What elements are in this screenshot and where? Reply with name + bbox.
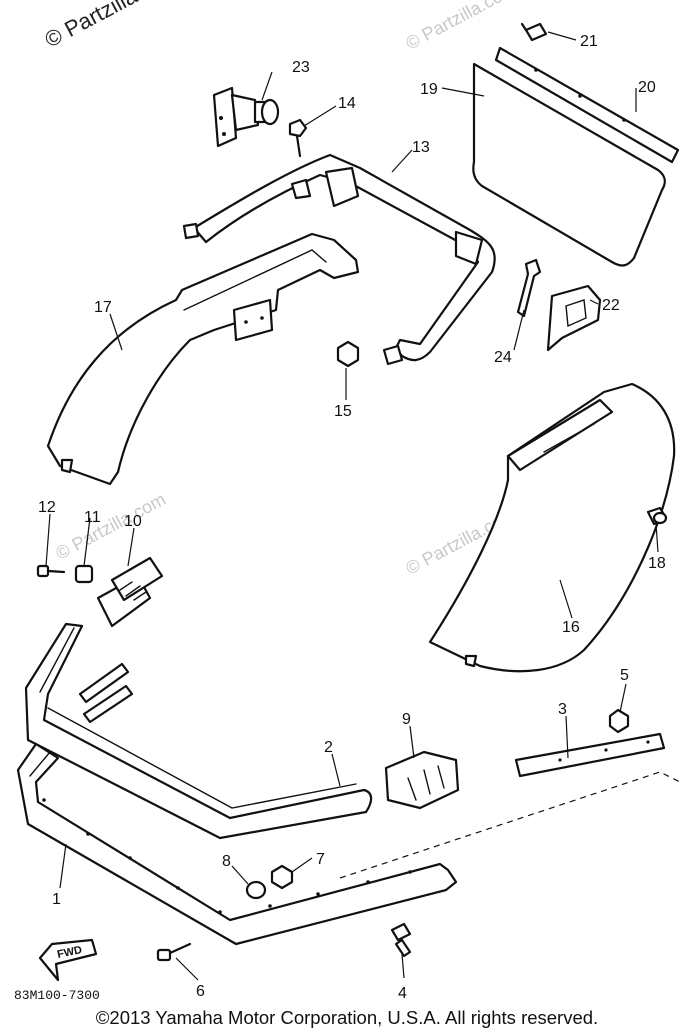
part-14-bolt: [288, 118, 308, 158]
callout-10: 10: [124, 513, 142, 530]
callout-20: 20: [638, 79, 656, 96]
part-18-grommet: [646, 506, 668, 526]
part-7-nut: [270, 864, 294, 890]
callout-22: 22: [602, 297, 620, 314]
part-10-damper: [96, 556, 164, 628]
part-9-rubber-mount: [384, 750, 460, 810]
callout-13: 13: [412, 139, 430, 156]
callout-2: 2: [324, 739, 333, 756]
callout-4: 4: [398, 985, 407, 1002]
callout-23: 23: [292, 59, 310, 76]
watermark: © Partzilla.com: [52, 489, 168, 564]
callout-9: 9: [402, 711, 411, 728]
part-5-nut: [608, 708, 630, 734]
part-11-collar: [74, 564, 94, 584]
watermark: © Partzilla.com: [402, 0, 518, 54]
callout-24: 24: [494, 349, 512, 366]
callout-5: 5: [620, 667, 629, 684]
callout-12: 12: [38, 499, 56, 516]
part-21-rivet: [520, 22, 548, 42]
part-20-strip: [494, 46, 680, 164]
part-6-screw: [156, 942, 192, 962]
part-3-strip: [514, 732, 666, 778]
callout-3: 3: [558, 701, 567, 718]
part-22-clip: [546, 284, 602, 352]
callout-6: 6: [196, 983, 205, 1000]
fwd-label: FWD: [56, 944, 83, 961]
callout-21: 21: [580, 33, 598, 50]
leader-lines: [45, 31, 659, 981]
part-8-grommet: [245, 880, 267, 900]
callout-1: 1: [52, 891, 61, 908]
alignment-line: [339, 771, 681, 879]
callout-7: 7: [316, 851, 325, 868]
part-24-tie: [516, 258, 542, 318]
part-16-side-cover: [428, 382, 676, 673]
callout-19: 19: [420, 81, 438, 98]
part-19-panel: [472, 62, 666, 267]
part-4-rivet: [390, 922, 412, 958]
callout-8: 8: [222, 853, 231, 870]
part-15-nut: [336, 340, 360, 368]
part-12-screw: [36, 564, 66, 578]
fwd-arrow-icon: FWD: [38, 938, 98, 982]
part-1-bumper: [16, 742, 458, 946]
callout-14: 14: [338, 95, 356, 112]
callout-15: 15: [334, 403, 352, 420]
callout-11: 11: [84, 509, 101, 526]
callout-16: 16: [562, 619, 580, 636]
watermark-top-left: © Partzilla.com: [41, 0, 184, 52]
part-2-rail: [24, 622, 373, 840]
part-13-frame: [182, 153, 496, 366]
diagram-code: 83M100-7300: [14, 988, 100, 1003]
part-23-bracket: [212, 86, 280, 148]
part-17-side-cover: [46, 232, 360, 486]
callout-17: 17: [94, 299, 112, 316]
callout-18: 18: [648, 555, 666, 572]
copyright-notice: ©2013 Yamaha Motor Corporation, U.S.A. A…: [95, 1007, 599, 1028]
